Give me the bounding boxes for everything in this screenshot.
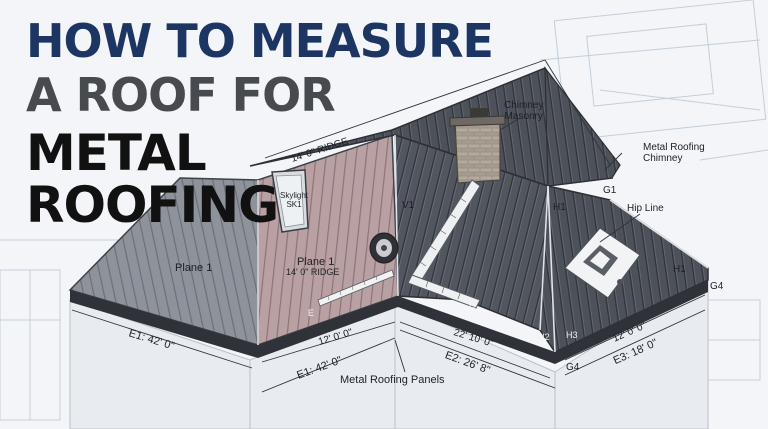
framing-square-icon <box>407 179 481 309</box>
hip-line-label: Hip Line <box>627 203 664 214</box>
e-left-label: E <box>308 308 315 318</box>
h1-right-label: H1 <box>673 264 686 275</box>
title-line-4: ROOFING <box>26 176 279 234</box>
g1-label: G1 <box>603 185 617 196</box>
panels-label: Metal Roofing Panels <box>340 374 445 386</box>
g4-top-label: G4 <box>710 281 724 292</box>
tape-measure-icon <box>317 232 399 307</box>
title-line-1: HOW TO MEASURE <box>26 14 494 68</box>
plane1-ridge-label: 14' 0" RIDGE <box>286 267 340 277</box>
g4-bottom-label: G4 <box>566 362 580 373</box>
v1-label: V1 <box>402 200 415 211</box>
skylight-label: Skylight SK1 <box>280 191 309 209</box>
title-line-3: METAL <box>26 124 207 182</box>
h3-label: H3 <box>566 330 578 340</box>
chimney-masonry-label: Chimney Masonry <box>504 100 544 122</box>
h2-label: H2 <box>538 332 550 342</box>
plane1-left-label: Plane 1 <box>175 262 213 274</box>
metal-roofing-chimney-label: Metal Roofing Chimney <box>643 142 705 164</box>
title-line-2: A ROOF FOR <box>26 68 336 122</box>
plane1-center-label: Plane 1 <box>297 256 335 268</box>
chimney-icon <box>449 108 506 184</box>
right-wing-back <box>544 66 621 187</box>
speed-square-icon <box>564 227 641 299</box>
house-walls <box>69 272 709 429</box>
skylight-icon <box>271 169 309 233</box>
e-center-label: E <box>469 300 476 310</box>
h1-top-label: H1 <box>553 202 566 213</box>
